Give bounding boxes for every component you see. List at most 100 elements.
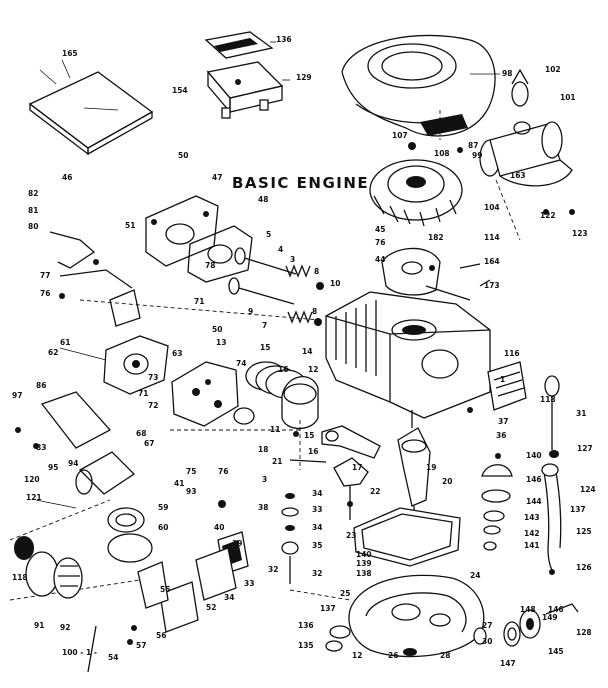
part-number-label: 60: [158, 523, 168, 532]
part-number-label: 9: [248, 307, 253, 316]
governor-gear-stack: [281, 493, 299, 584]
part-number-label: 12: [308, 365, 318, 374]
part-number-label: 94: [68, 459, 78, 468]
cylinder-block: [325, 291, 491, 419]
part-number-label: 19: [426, 463, 436, 472]
part-number-label: 75: [186, 467, 196, 476]
part-number-label: 92: [60, 623, 70, 632]
valves-and-springs: [228, 247, 324, 326]
part-number-label: 55: [160, 585, 170, 594]
part-number-label: 59: [158, 503, 168, 512]
part-number-label: 18: [258, 445, 268, 454]
connecting-rod: [289, 425, 381, 463]
part-number-label: 91: [34, 621, 44, 630]
part-number-label: 11: [270, 425, 280, 434]
part-number-label: 71: [138, 389, 148, 398]
part-number-label: 8: [314, 267, 319, 276]
part-number-label: 149: [542, 613, 558, 622]
part-number-label: 44: [375, 255, 385, 264]
oil-sump: [325, 574, 485, 658]
part-number-label: 104: [484, 203, 500, 212]
part-number-label: 24: [470, 571, 480, 580]
part-number-label: 34: [312, 489, 322, 498]
part-number-label: 3: [262, 475, 267, 484]
part-number-label: 1: [500, 375, 505, 384]
part-number-label: 71: [194, 297, 204, 306]
part-number-label: 148: [520, 605, 536, 614]
part-number-label: 8: [312, 307, 317, 316]
part-number-label: 4: [278, 245, 283, 254]
cylinder-cover-plate: [487, 361, 527, 411]
part-number-label: 32: [312, 569, 322, 578]
part-number-label: 47: [212, 173, 222, 182]
part-number-label: 135: [298, 641, 314, 650]
part-number-label: 140: [356, 550, 372, 559]
part-number-label: 31: [576, 409, 586, 418]
part-number-label: 51: [125, 221, 135, 230]
part-number-label: 50: [178, 151, 188, 160]
part-number-label: 82: [28, 189, 38, 198]
part-number-label: 26: [388, 651, 398, 660]
part-number-label: 118: [12, 573, 28, 582]
ignition-bracket: [381, 247, 491, 301]
part-number-label: 164: [484, 257, 500, 266]
part-number-label: 144: [526, 497, 542, 506]
part-number-label: 122: [540, 211, 556, 220]
part-number-label: 20: [442, 477, 452, 486]
part-number-label: 45: [375, 225, 385, 234]
air-cleaner-assembly: [204, 31, 290, 119]
part-number-label: 13: [216, 338, 226, 347]
part-number-label: 54: [108, 653, 118, 662]
part-number-label: 136: [276, 35, 292, 44]
part-number-label: 142: [524, 529, 540, 538]
part-number-label: 68: [136, 429, 146, 438]
part-number-label: 67: [144, 439, 154, 448]
part-number-label: 80: [28, 222, 38, 231]
part-number-label: 34: [224, 593, 234, 602]
governor-linkage: [49, 231, 133, 299]
part-number-label: 143: [524, 513, 540, 522]
part-number-label: 76: [40, 289, 50, 298]
part-number-label: 137: [570, 505, 586, 514]
part-number-label: 95: [48, 463, 58, 472]
part-number-label: 40: [214, 523, 224, 532]
camshaft: [333, 457, 369, 520]
part-number-label: 97: [12, 391, 22, 400]
part-number-label: 41: [174, 479, 184, 488]
guide-line: [289, 589, 351, 601]
part-number-label: 17: [352, 463, 362, 472]
part-number-label: 63: [172, 349, 182, 358]
part-number-label: 154: [172, 86, 188, 95]
part-number-label: 39: [232, 539, 242, 548]
part-number-label: 76: [218, 467, 228, 476]
guide-line: [495, 179, 521, 241]
guide-line: [79, 299, 321, 321]
part-number-label: 165: [62, 49, 78, 58]
part-number-label: 78: [205, 261, 215, 270]
part-number-label: 33: [312, 505, 322, 514]
part-number-label: 7: [262, 321, 267, 330]
part-number-label: 72: [148, 401, 158, 410]
flywheel: [369, 142, 463, 227]
part-number-label: 16: [308, 447, 318, 456]
part-number-label: 34: [312, 523, 322, 532]
part-number-label: 3: [290, 255, 295, 264]
part-number-label: 30: [482, 637, 492, 646]
part-number-label: 121: [26, 493, 42, 502]
part-number-label: 102: [545, 65, 561, 74]
part-number-label: 36: [496, 431, 506, 440]
diagram-title: BASIC ENGINE: [232, 174, 369, 192]
cylinder-head: [145, 195, 253, 283]
part-number-label: 16: [278, 365, 288, 374]
rotating-screen: [479, 68, 575, 215]
fuel-pump-assembly: [171, 361, 239, 427]
part-number-label: 146: [548, 605, 564, 614]
part-number-label: 62: [48, 348, 58, 357]
part-number-label: 145: [548, 647, 564, 656]
part-number-label: 114: [484, 233, 500, 242]
part-number-label: 32: [268, 565, 278, 574]
part-number-label: 140: [526, 451, 542, 460]
dipstick-and-oil-fill-tube: [541, 375, 562, 575]
oil-seals: [473, 603, 579, 647]
